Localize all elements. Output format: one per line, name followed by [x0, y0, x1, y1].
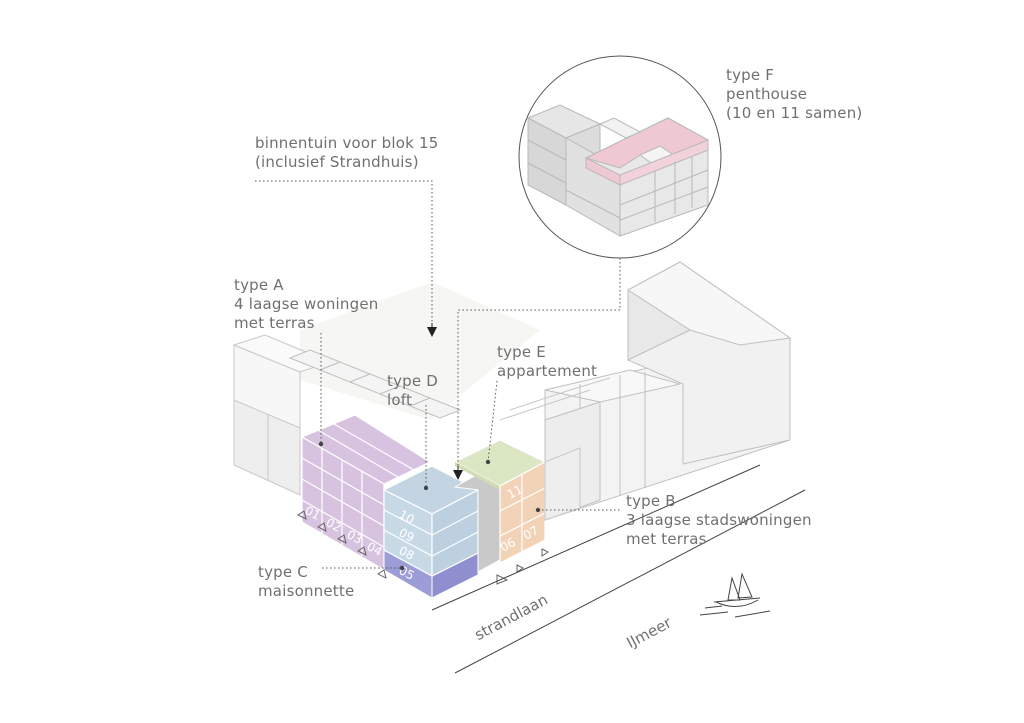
label-type-e: type E appartement [497, 343, 597, 381]
penthouse-detail [526, 104, 710, 237]
street-line-front [431, 464, 761, 611]
unit-number: 01 [303, 503, 323, 523]
unit-numbers: 01 02 03 04 05 06 07 08 09 10 11 [303, 482, 541, 583]
label-type-b-desc: 3 laagse stadswoningen [626, 511, 812, 529]
label-type-a-desc: 4 laagse woningen [234, 295, 379, 313]
label-binnentuin: binnentuin voor blok 15 (inclusief Stran… [255, 134, 438, 172]
label-type-b-title: type B [626, 492, 676, 510]
unit-number: 09 [397, 525, 417, 545]
leader-lines [255, 180, 622, 569]
label-type-a-title: type A [234, 276, 284, 294]
sailboat-icon [699, 572, 771, 618]
label-type-a: type A 4 laagse woningen met terras [234, 276, 378, 333]
right-wing [544, 261, 792, 521]
leader-arrows [427, 323, 463, 480]
label-type-c-desc: maisonnette [258, 582, 355, 600]
unit-number: 07 [521, 523, 541, 543]
label-type-c: type C maisonnette [258, 563, 354, 601]
type-a-block [300, 414, 432, 572]
left-back-row [232, 334, 332, 496]
label-type-c-title: type C [258, 563, 308, 581]
label-type-f: type F penthouse (10 en 11 samen) [726, 66, 862, 123]
street-line-back [454, 489, 806, 674]
label-type-d-title: type D [387, 372, 439, 390]
right-wing-front [544, 447, 581, 521]
label-type-f-title: type F [726, 66, 775, 84]
type-b-block [499, 461, 546, 564]
label-type-d-desc: loft [387, 391, 413, 409]
label-type-f-note: (10 en 11 samen) [726, 104, 863, 122]
label-type-b: type B 3 laagse stadswoningen met terras [626, 492, 812, 549]
label-type-a-note: met terras [234, 314, 315, 332]
back-roof-segments [288, 349, 462, 419]
type-d-block [382, 465, 480, 578]
unit-number: 10 [397, 507, 417, 527]
label-binnentuin-note: (inclusief Strandhuis) [255, 153, 419, 171]
label-type-f-desc: penthouse [726, 85, 808, 103]
label-type-e-title: type E [497, 343, 546, 361]
right-wing-roof-lines [499, 377, 611, 421]
label-binnentuin-title: binnentuin voor blok 15 [255, 134, 439, 152]
unit-number: 04 [365, 539, 385, 559]
unit-number: 03 [345, 527, 365, 547]
unit-number: 08 [397, 543, 417, 563]
entrance-markers [297, 510, 549, 585]
unit-number: 06 [498, 535, 518, 555]
leader-dots [318, 441, 541, 571]
label-type-b-note: met terras [626, 530, 707, 548]
unit-number: 11 [505, 482, 525, 502]
label-type-e-desc: appartement [497, 362, 598, 380]
type-e-side [455, 462, 500, 490]
label-type-d: type D loft [387, 372, 438, 410]
unit-number: 02 [324, 515, 344, 535]
